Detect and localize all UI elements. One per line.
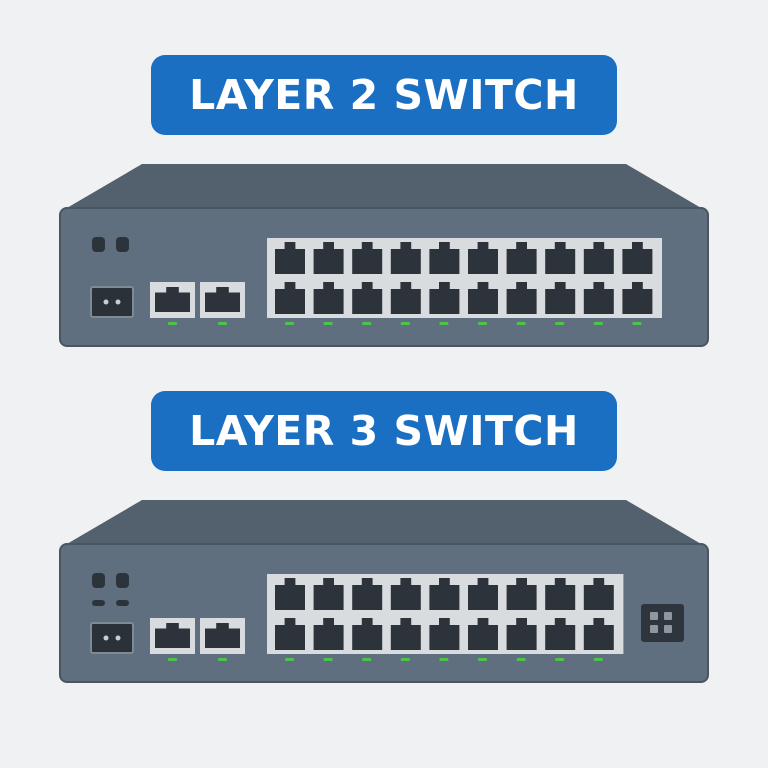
port-led (285, 658, 294, 661)
status-indicator (92, 573, 105, 588)
uplink-port (155, 287, 190, 312)
ethernet-port (390, 618, 421, 650)
status-indicator (92, 237, 105, 252)
ethernet-port (506, 578, 537, 610)
management-module (641, 604, 684, 642)
ethernet-port (275, 578, 305, 610)
console-port (90, 286, 134, 318)
ethernet-port (352, 242, 383, 274)
port-led (593, 658, 603, 661)
ethernet-port (429, 578, 460, 610)
ethernet-port (429, 618, 460, 650)
port-led (555, 658, 565, 661)
chassis-top (60, 500, 708, 548)
console-pin (103, 299, 109, 305)
port-led (323, 322, 333, 325)
uplink-port (205, 623, 240, 648)
console-pin (115, 299, 121, 305)
ethernet-port (275, 618, 305, 650)
uplink-port (155, 623, 190, 648)
port-led (516, 322, 526, 325)
status-indicator (116, 237, 129, 252)
ethernet-port (506, 242, 537, 274)
ethernet-port (545, 242, 576, 274)
uplink-led (218, 322, 227, 325)
ethernet-port (468, 242, 498, 274)
ethernet-port (622, 242, 653, 274)
layer-3-switch-title: LAYER 3 SWITCH (151, 391, 617, 471)
port-led (478, 658, 487, 661)
chassis-top (60, 164, 708, 212)
port-led (362, 658, 372, 661)
ethernet-port (275, 282, 305, 314)
ethernet-port (390, 282, 421, 314)
console-pin (103, 635, 109, 641)
uplink-led (168, 658, 177, 661)
ethernet-port (313, 282, 344, 314)
port-led (632, 322, 642, 325)
ethernet-port (352, 578, 383, 610)
port-led (323, 658, 333, 661)
ethernet-port (583, 242, 614, 274)
port-led (439, 322, 449, 325)
activity-indicator (92, 600, 105, 606)
ethernet-port (352, 618, 383, 650)
ethernet-port (545, 618, 576, 650)
ethernet-port (506, 618, 537, 650)
module-slot (664, 625, 672, 633)
status-indicator (116, 573, 129, 588)
ethernet-port (468, 618, 498, 650)
port-led (516, 658, 526, 661)
ethernet-port (545, 282, 576, 314)
ethernet-port (313, 242, 344, 274)
ethernet-port (429, 242, 460, 274)
ethernet-port (275, 242, 305, 274)
ethernet-port (429, 282, 460, 314)
ethernet-port (352, 282, 383, 314)
port-led (285, 322, 294, 325)
ethernet-port (468, 578, 498, 610)
ethernet-port (622, 282, 653, 314)
port-led (400, 322, 410, 325)
ethernet-port (583, 282, 614, 314)
module-slot (650, 625, 658, 633)
ethernet-port (506, 282, 537, 314)
port-led (478, 322, 487, 325)
activity-indicator (116, 600, 129, 606)
port-led (555, 322, 565, 325)
layer-2-switch-title: LAYER 2 SWITCH (151, 55, 617, 135)
ethernet-port (468, 282, 498, 314)
layer-2-switch-illustration (59, 164, 709, 347)
ethernet-port (390, 578, 421, 610)
ethernet-port (390, 242, 421, 274)
ethernet-port (545, 578, 576, 610)
console-pin (115, 635, 121, 641)
layer-3-switch-illustration (59, 500, 709, 683)
ethernet-port (313, 578, 344, 610)
ethernet-port (583, 618, 614, 650)
port-led (593, 322, 603, 325)
uplink-led (218, 658, 227, 661)
port-led (362, 322, 372, 325)
port-led (400, 658, 410, 661)
port-led (439, 658, 449, 661)
uplink-led (168, 322, 177, 325)
module-slot (664, 612, 672, 620)
ethernet-port (313, 618, 344, 650)
ethernet-port (583, 578, 614, 610)
module-slot (650, 612, 658, 620)
console-port (90, 622, 134, 654)
uplink-port (205, 287, 240, 312)
